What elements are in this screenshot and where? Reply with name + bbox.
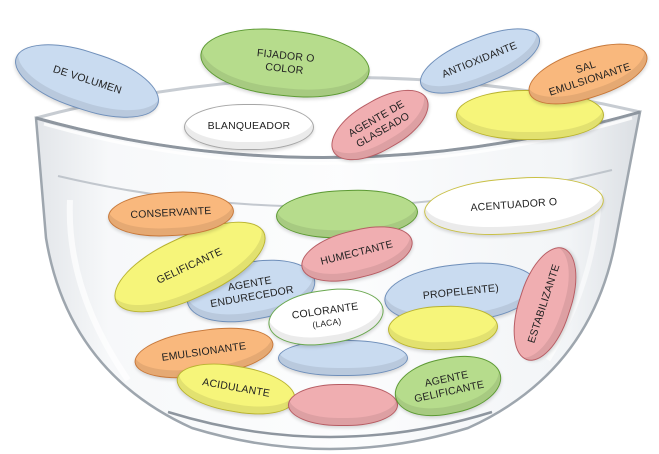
bowl-base: [167, 410, 493, 439]
gelificante-label: GELIFICANTE: [155, 246, 225, 287]
acentuador-label: ACENTUADOR O: [470, 196, 558, 215]
humectante-label: HUMECTANTE: [319, 238, 395, 269]
de-volumen-label: DE VOLUMEN: [51, 63, 123, 98]
conservante-label: CONSERVANTE: [130, 205, 212, 222]
fijador-label-2: COLOR: [264, 60, 305, 77]
disk-blanqueador: BLANQUEADOR: [184, 104, 314, 150]
propelente-label: PROPELENTE): [422, 282, 500, 303]
emulsionante-label: EMULSIONANTE: [160, 340, 247, 365]
estabilizante-label: ESTABILIZANTE: [526, 262, 563, 345]
disk-pink-bottom: [288, 384, 398, 426]
acidulante-label: ACIDULANTE: [201, 376, 271, 401]
blanqueador-label: BLANQUEADOR: [207, 120, 291, 133]
disk-blue-low: [278, 340, 408, 376]
